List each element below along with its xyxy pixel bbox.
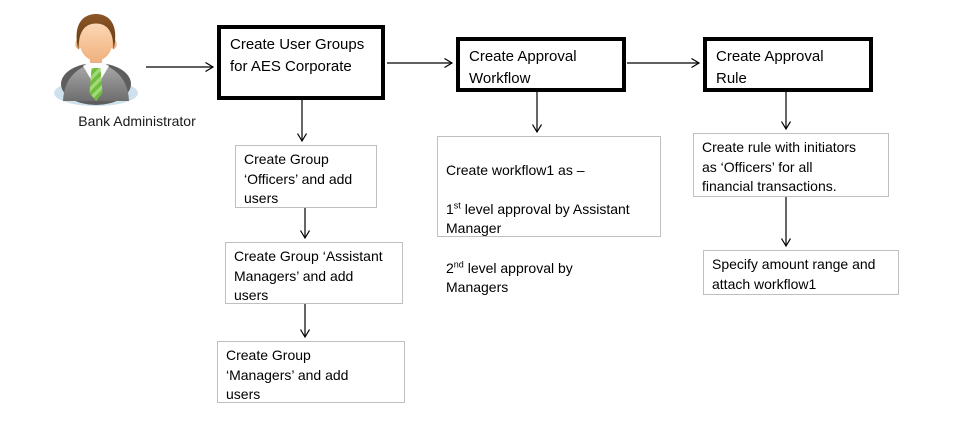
bank-administrator-avatar (50, 8, 142, 108)
note-create-rule-initiators: Create rule with initiators as ‘Officers… (693, 133, 889, 197)
workflow-level-1: 1st level approval by Assistant Manager (446, 200, 630, 237)
note-create-group-assistant-managers: Create Group ‘Assistant Managers’ and ad… (225, 242, 403, 304)
workflow-note-title: Create workflow1 as – (446, 161, 585, 178)
flow-box-create-approval-rule: Create Approval Rule (703, 37, 873, 92)
flow-box-create-approval-workflow: Create Approval Workflow (456, 37, 626, 92)
workflow-level-2: 2nd level approval by Managers (446, 258, 573, 296)
person-avatar-icon (54, 14, 138, 106)
note-specify-amount-range: Specify amount range and attach workflow… (703, 250, 899, 295)
note-create-group-officers: Create Group ‘Officers’ and add users (235, 145, 377, 208)
note-create-group-managers: Create Group ‘Managers’ and add users (217, 341, 405, 403)
actor-label: Bank Administrator (78, 113, 196, 129)
note-create-workflow1: Create workflow1 as – 1st level approval… (437, 136, 661, 295)
flow-box-create-user-groups: Create User Groups for AES Corporate (217, 25, 385, 100)
